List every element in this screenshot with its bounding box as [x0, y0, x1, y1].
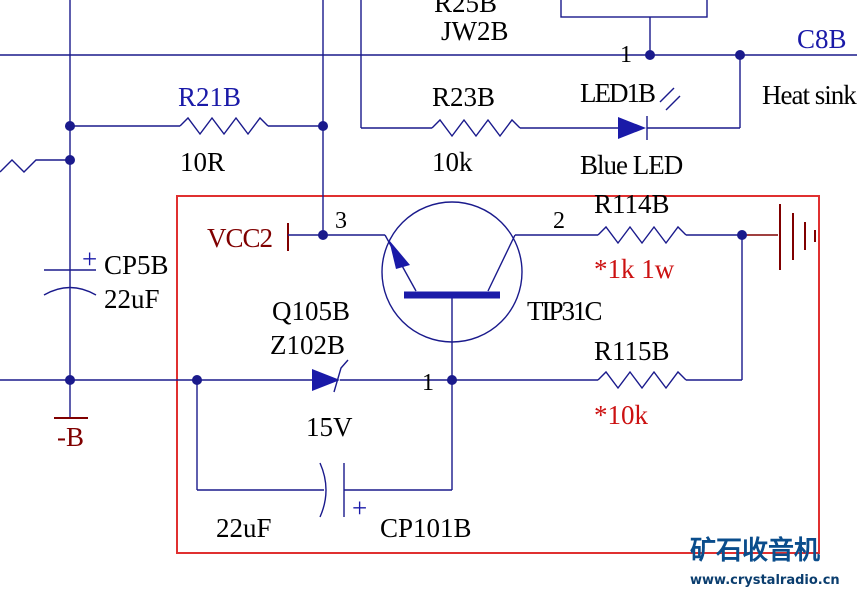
transistor-collector: [487, 234, 516, 292]
zener-bar: [333, 359, 349, 393]
transistor-type-label: TIP31C: [527, 296, 602, 326]
led1b-label: LED1B: [580, 78, 655, 108]
r21b-resistor: [179, 116, 269, 136]
cp101b-value: 22uF: [216, 513, 272, 543]
led-arrow-1: [659, 87, 675, 103]
z102b-label: Z102B: [270, 330, 345, 360]
r115b-resistor: [597, 370, 687, 390]
pin3-label: 3: [335, 208, 347, 234]
junction-dot: [735, 50, 745, 60]
junction-dot: [737, 230, 747, 240]
pin2-label: 2: [553, 208, 565, 234]
zener-triangle: [312, 369, 340, 391]
cp101b-plus: +: [352, 493, 367, 523]
cp101b-curved-plate: [319, 462, 327, 518]
cp101b-label: CP101B: [380, 513, 472, 543]
q105b-label: Q105B: [272, 296, 350, 326]
site-logo-url: www.crystalradio.cn: [690, 573, 840, 588]
r21b-value: 10R: [180, 147, 225, 177]
neg-b-label: -B: [57, 422, 84, 452]
junction-dot: [645, 50, 655, 60]
junction-dot: [318, 230, 328, 240]
transistor-emitter-arrow: [389, 240, 410, 269]
cp5b-value: 22uF: [104, 284, 160, 314]
junction-dot: [192, 375, 202, 385]
led1b-value: Blue LED: [580, 150, 683, 180]
cp5b-label: CP5B: [104, 250, 169, 280]
highlight-box: [176, 195, 820, 554]
r115b-label: R115B: [594, 336, 670, 366]
transistor-circle: [381, 201, 523, 343]
led-triangle: [618, 117, 646, 139]
jw2b-box: [560, 0, 708, 18]
junction-dot: [65, 375, 75, 385]
r25b-label: R25B: [434, 0, 497, 18]
junction-dot: [65, 155, 75, 165]
r115b-value: *10k: [594, 400, 649, 430]
pin1-top-label: 1: [620, 42, 632, 68]
r114b-label: R114B: [594, 189, 670, 219]
heatsink-label: Heat sink: [762, 80, 857, 110]
r114b-value: *1k 1w: [594, 254, 675, 284]
site-logo-text: 矿石收音机: [690, 535, 820, 566]
vcc2-label: VCC2: [207, 223, 273, 253]
r114b-resistor: [597, 225, 687, 245]
led-arrow-2: [665, 95, 681, 111]
pin1-label: 1: [422, 370, 434, 396]
junction-dot: [318, 121, 328, 131]
r23b-label: R23B: [432, 82, 495, 112]
junction-dot: [447, 375, 457, 385]
r21b-label: R21B: [178, 82, 241, 112]
junction-dot: [65, 121, 75, 131]
jw2b-label: JW2B: [441, 16, 509, 46]
r23b-value: 10k: [432, 147, 473, 177]
cp5b-plate-bottom: [43, 286, 97, 296]
cp5b-plus: +: [82, 244, 97, 274]
left-partial-resistor: [0, 159, 70, 173]
r23b-resistor: [431, 118, 521, 138]
z102b-value: 15V: [306, 412, 353, 442]
c8b-label: C8B: [797, 24, 847, 54]
